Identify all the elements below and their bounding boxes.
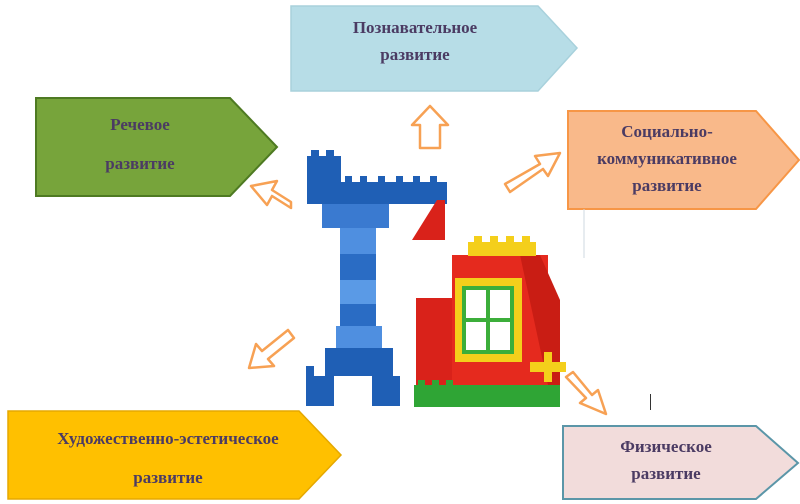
- social-label: Социально- коммуникативное развитие: [572, 118, 762, 200]
- cognitive-label-line2: развитие: [380, 45, 450, 65]
- artistic-label-line1: Художественно-эстетическое: [57, 429, 279, 448]
- social-label-line2: коммуникативное: [597, 149, 737, 169]
- arrow-up-icon: [410, 104, 450, 150]
- cognitive-block-shape: [290, 5, 579, 92]
- cognitive-label: Познавательное развитие: [300, 14, 530, 68]
- arrow-up-left-icon: [249, 179, 293, 210]
- social-block-shape: [567, 110, 800, 210]
- text-cursor: [650, 394, 651, 410]
- lego-construction-icon: [306, 150, 566, 407]
- speech-label: Речевое развитие: [40, 105, 240, 183]
- arrow-up-right-icon: [503, 151, 562, 194]
- artistic-label: Художественно-эстетическое развитие: [10, 419, 326, 497]
- physical-label-line1: Физическое: [620, 437, 712, 456]
- speech-block-shape: [35, 97, 279, 197]
- artistic-block-shape: [7, 410, 343, 500]
- arrow-down-left-icon: [247, 328, 296, 370]
- physical-block-shape: [562, 425, 800, 500]
- social-label-line1: Социально-: [621, 122, 713, 141]
- physical-label: Физическое развитие: [566, 433, 766, 487]
- physical-label-line2: развитие: [631, 464, 701, 484]
- social-label-line3: развитие: [632, 176, 702, 196]
- artistic-label-line2: развитие: [133, 468, 203, 488]
- speech-label-line1: Речевое: [110, 115, 170, 134]
- cognitive-label-line1: Познавательное: [352, 18, 478, 37]
- arrow-down-right-icon: [564, 370, 608, 416]
- speech-label-line2: развитие: [105, 154, 175, 174]
